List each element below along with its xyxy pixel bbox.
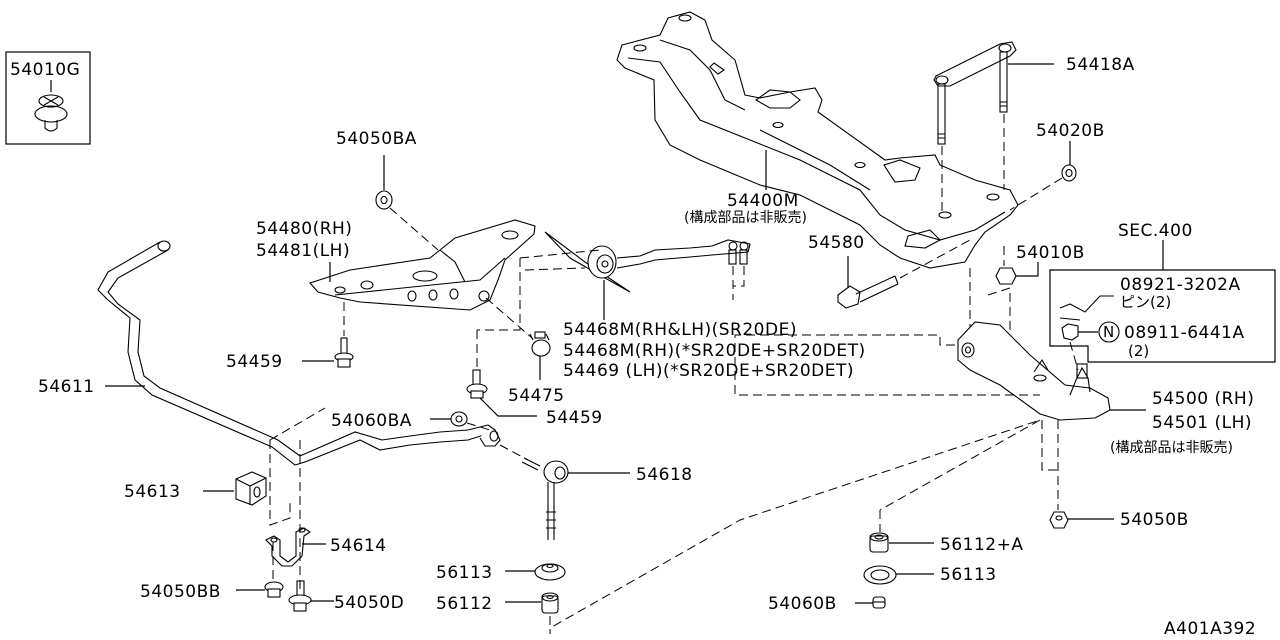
part-label-54613[interactable]: 54613	[124, 482, 181, 502]
part-label-54010B[interactable]: 54010B	[1016, 243, 1085, 263]
inset-54010G: 54010G	[5, 51, 91, 145]
part-label-54010G[interactable]: 54010G	[10, 60, 80, 80]
clamp-54614	[265, 527, 311, 567]
pin-icon-tail	[1059, 317, 1081, 321]
part-label-54418A[interactable]: 54418A	[1066, 55, 1135, 75]
part-label-54050D[interactable]: 54050D	[334, 593, 404, 613]
part-label-56112[interactable]: 56112	[436, 594, 493, 614]
dashed-guide	[734, 334, 1040, 396]
bolt-54050D	[288, 580, 312, 612]
n-symbol: N	[1103, 323, 1114, 341]
pin-icon	[1059, 295, 1114, 313]
bushing-54613	[235, 471, 267, 506]
part-note-54400M: (構成部品は非販売)	[684, 210, 807, 226]
dashed-guide	[732, 266, 745, 300]
part-label-54020B[interactable]: 54020B	[1036, 121, 1105, 141]
stabilizer-bar-54611	[97, 240, 501, 466]
part-label-54050BB[interactable]: 54050BB	[140, 582, 221, 602]
nut-54010B	[995, 267, 1017, 285]
part-label-54468M-a[interactable]: 54468M(RH&LH)(SR20DE)	[563, 320, 797, 340]
part-desc-08921-3202A: ピン(2)	[1120, 293, 1171, 311]
part-label-54614[interactable]: 54614	[330, 536, 387, 556]
bolt-54459-upper	[334, 337, 354, 368]
bracket-54480	[309, 219, 536, 311]
section-ref-box	[1049, 269, 1276, 363]
nut-54050B	[1049, 511, 1069, 529]
dashed-guide	[1041, 341, 1079, 510]
part-label-54580[interactable]: 54580	[808, 233, 865, 253]
bolt-54459-lower	[466, 369, 488, 399]
part-desc-08911-6441A: (2)	[1128, 342, 1149, 360]
nut-54060B	[872, 596, 886, 609]
part-label-56112A[interactable]: 56112+A	[940, 535, 1023, 555]
crossmember-54400M	[616, 11, 1019, 269]
part-label-08921-3202A[interactable]: 08921-3202A	[1120, 275, 1241, 295]
part-label-56113-right[interactable]: 56113	[940, 565, 997, 585]
section-ref-400: SEC.400 08921-3202A ピン(2) N 08911-6441A …	[1049, 221, 1276, 363]
dashed-guide	[466, 422, 529, 461]
washer-56113-left	[534, 563, 566, 581]
part-label-56113-left[interactable]: 56113	[436, 563, 493, 583]
bolt-54580	[837, 275, 899, 309]
bushing-56112A	[869, 532, 889, 553]
lower-link-54500	[957, 321, 1111, 421]
washer-54050BA	[375, 190, 393, 210]
part-label-54469[interactable]: 54469 (LH)(*SR20DE+SR20DET)	[563, 361, 854, 381]
dashed-guide	[485, 297, 533, 339]
nut-icon-08911	[1061, 323, 1079, 341]
part-label-54611[interactable]: 54611	[38, 377, 95, 397]
part-label-54060BA[interactable]: 54060BA	[331, 411, 412, 431]
dashed-guide	[1009, 177, 1063, 211]
part-label-08911-6441A[interactable]: 08911-6441A	[1124, 323, 1245, 343]
nut-54050BB	[264, 581, 284, 598]
part-label-54475[interactable]: 54475	[508, 386, 565, 406]
part-label-54459-upper[interactable]: 54459	[226, 352, 283, 372]
dashed-guide	[519, 249, 601, 271]
dashed-guide	[389, 207, 439, 251]
leader-54459-lower	[479, 397, 537, 417]
part-label-54060B[interactable]: 54060B	[768, 594, 837, 614]
part-label-54618[interactable]: 54618	[636, 465, 693, 485]
nut-54020B	[1061, 164, 1077, 182]
leader-54010B	[1016, 262, 1039, 277]
dashed-guide	[969, 246, 1011, 330]
bolt-54475	[529, 331, 551, 357]
part-label-54050B[interactable]: 54050B	[1120, 510, 1189, 530]
clip-icon	[34, 94, 68, 132]
washer-54060BA	[450, 411, 468, 427]
part-label-54501[interactable]: 54501 (LH)	[1152, 413, 1252, 433]
dashed-guide	[879, 419, 1041, 511]
washer-56113-right	[863, 565, 897, 585]
bracket-54418A	[933, 41, 1017, 145]
dashed-guide	[269, 407, 326, 590]
part-note-54500: (構成部品は非販売)	[1110, 440, 1233, 456]
stabilizer-link-54618	[521, 457, 569, 540]
part-label-54400M[interactable]: 54400M	[727, 191, 799, 211]
bushing-56112	[541, 592, 559, 614]
figure-code: A401A392	[1164, 619, 1256, 639]
part-label-54459-lower[interactable]: 54459	[546, 408, 603, 428]
dashed-guide	[941, 114, 1005, 215]
inset-box-frame	[5, 51, 91, 145]
n-symbol-icon	[1098, 321, 1120, 343]
section-ref-label[interactable]: SEC.400	[1118, 221, 1193, 241]
dashed-guide	[476, 258, 521, 368]
part-label-54500[interactable]: 54500 (RH)	[1152, 389, 1254, 409]
part-label-54480[interactable]: 54480(RH)	[256, 219, 352, 239]
part-label-54481[interactable]: 54481(LH)	[256, 241, 350, 261]
part-label-54468M-b[interactable]: 54468M(RH)(*SR20DE+SR20DET)	[563, 341, 866, 361]
part-label-54050BA[interactable]: 54050BA	[336, 129, 417, 149]
tension-rod-54468M	[544, 231, 751, 293]
